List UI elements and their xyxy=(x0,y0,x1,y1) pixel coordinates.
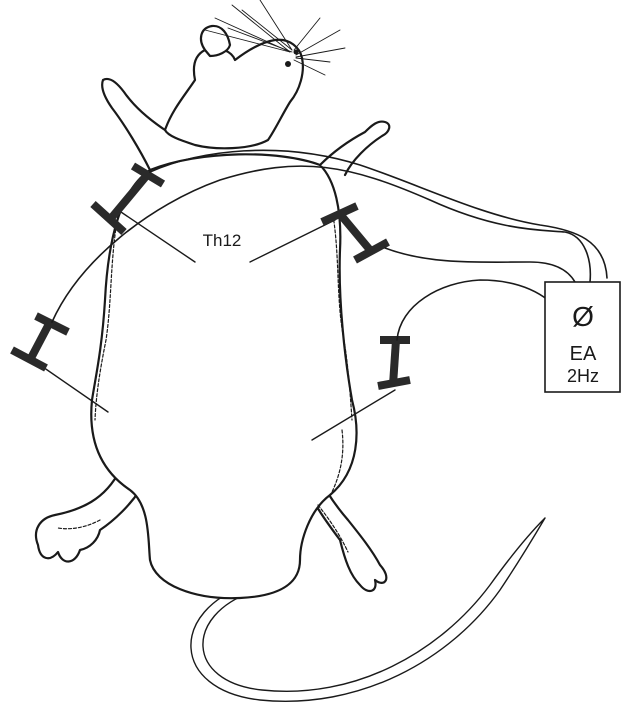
stimulator-symbol: Ø xyxy=(572,301,594,332)
stimulator-name: EA xyxy=(570,343,597,365)
lead-wire-3 xyxy=(385,248,575,282)
electrode-clip-lower-left xyxy=(12,316,68,368)
rat-eye xyxy=(285,61,291,67)
rat-left-forelimb xyxy=(102,79,165,170)
rat-right-forelimb xyxy=(320,122,389,175)
rat-head xyxy=(165,40,303,149)
stimulator-frequency: 2Hz xyxy=(567,366,599,386)
lead-wire-4 xyxy=(397,280,548,340)
vertebra-label: Th12 xyxy=(203,231,242,250)
rat-body xyxy=(91,154,356,598)
electrode-clip-lower-right xyxy=(378,340,410,386)
